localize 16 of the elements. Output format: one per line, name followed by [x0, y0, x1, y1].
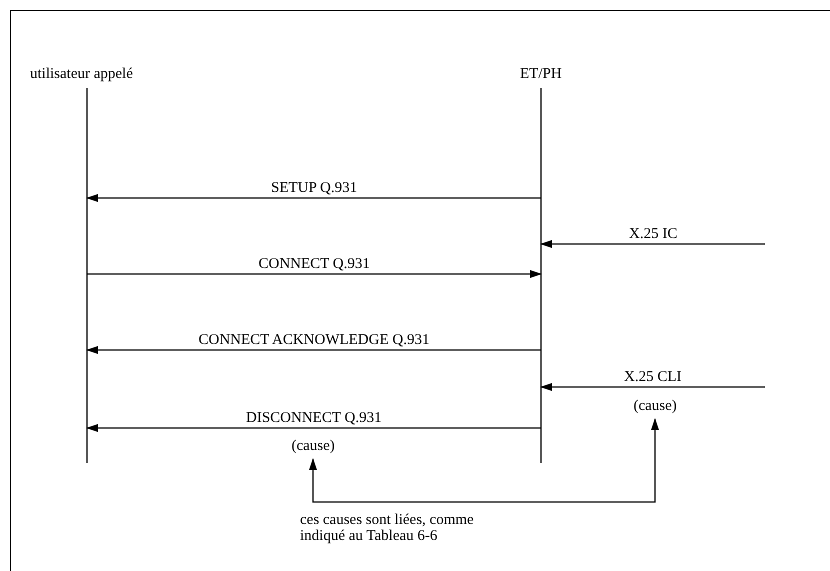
message-label: CONNECT ACKNOWLEDGE Q.931 — [198, 332, 430, 348]
cause-note: (cause) — [292, 438, 335, 454]
note-text: ces causes sont liées, comme indiqué au Tableau 6-6 — [300, 512, 475, 544]
cause-note: (cause) — [634, 398, 677, 414]
message-label: CONNECT Q.931 — [258, 256, 370, 272]
participant-name: utilisateur appelé — [30, 66, 133, 82]
message-arrow — [86, 194, 541, 202]
message-arrow — [86, 424, 541, 432]
participant-name: ET/PH — [520, 66, 562, 82]
message-arrow — [86, 346, 541, 354]
message-label: SETUP Q.931 — [271, 180, 358, 196]
message-arrow — [87, 270, 542, 278]
message-arrow — [540, 383, 765, 391]
message-arrow — [540, 240, 765, 248]
connector-line — [309, 418, 659, 503]
message-label: DISCONNECT Q.931 — [246, 410, 382, 426]
